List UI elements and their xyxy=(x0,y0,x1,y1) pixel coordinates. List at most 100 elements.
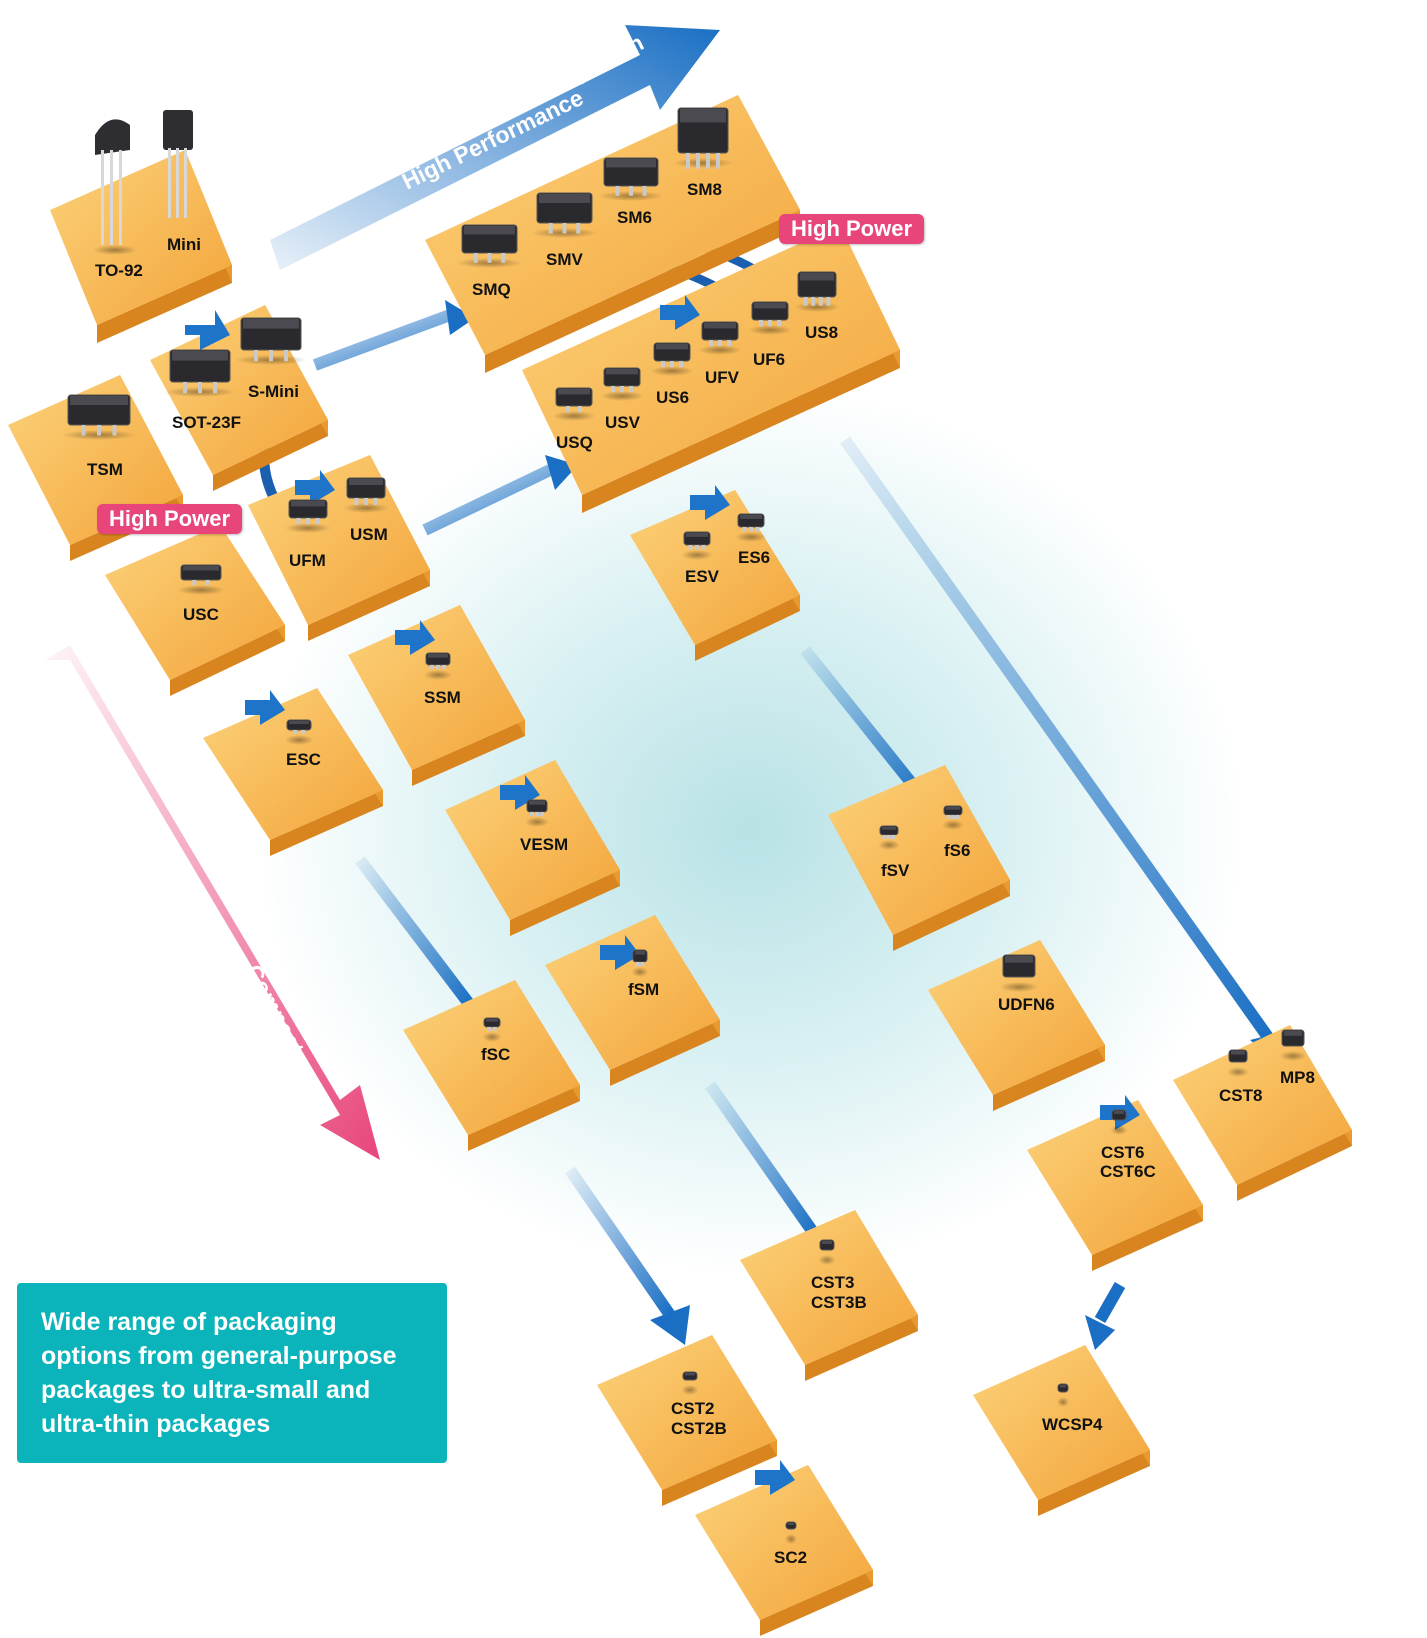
fsv-lead xyxy=(887,835,891,839)
sm6-label: SM6 xyxy=(617,208,652,227)
cst2-shadow xyxy=(681,1385,699,1395)
sc2-shadow xyxy=(785,1534,797,1544)
sm8-lead xyxy=(686,153,690,169)
sm8-lead xyxy=(696,153,700,169)
package-es6: ES6 xyxy=(735,513,770,567)
smq-shadow xyxy=(456,258,523,268)
mp8-chip-highlight xyxy=(1284,1031,1302,1036)
package-us8: US8 xyxy=(794,271,840,342)
ssm-shadow xyxy=(423,670,453,680)
us6-chip-highlight xyxy=(656,344,688,350)
tile-ssm xyxy=(348,605,525,786)
vesm-shadow xyxy=(525,817,549,827)
cst3-shadow xyxy=(818,1255,836,1265)
smq-chip-highlight xyxy=(464,226,515,235)
us8-chip-highlight xyxy=(800,273,834,281)
mini-lead xyxy=(184,148,187,218)
tile-sc2 xyxy=(695,1465,873,1636)
us8-lead xyxy=(811,297,816,306)
mini-lead xyxy=(176,148,179,218)
usv-lead xyxy=(629,386,633,393)
ssm-label: SSM xyxy=(424,688,461,707)
compactness-label: Compactness xyxy=(241,960,335,1105)
esv-lead xyxy=(695,545,699,550)
usv-lead xyxy=(611,386,615,393)
ufv-lead xyxy=(727,340,731,347)
esv-shadow xyxy=(681,550,713,560)
ufm-label: UFM xyxy=(289,551,326,570)
tile-esc xyxy=(203,688,383,856)
wcsp4-shadow xyxy=(1057,1397,1069,1407)
cst6-chip-highlight xyxy=(1114,1111,1124,1114)
es6-label: ES6 xyxy=(738,548,770,567)
fsm-lead xyxy=(635,962,640,967)
ssm-chip-highlight xyxy=(428,654,448,658)
package-sc2: SC2 xyxy=(774,1521,807,1567)
usc-label: USC xyxy=(183,605,219,624)
esc-chip-highlight xyxy=(289,721,309,724)
uf6-lead xyxy=(777,320,781,327)
package-sm6: SM6 xyxy=(598,157,664,227)
smv-lead xyxy=(576,223,581,234)
fsv-label: fSV xyxy=(881,861,910,880)
smq-lead xyxy=(501,253,506,263)
usv-lead xyxy=(620,386,624,393)
us6-lead xyxy=(661,361,665,368)
high-power-badge-top: High Power xyxy=(779,214,925,244)
smv-chip-highlight xyxy=(539,194,590,203)
ufv-lead xyxy=(709,340,713,347)
us8-label: US8 xyxy=(805,323,838,342)
to92-shadow xyxy=(93,245,137,255)
us8-lead xyxy=(818,297,823,306)
cst8-chip-highlight xyxy=(1231,1051,1245,1055)
ufm-chip-highlight xyxy=(291,501,325,507)
smq-label: SMQ xyxy=(472,280,511,299)
tile-cst8-mp8 xyxy=(1173,1025,1352,1201)
fsv-shadow xyxy=(878,840,900,850)
tsm-lead xyxy=(97,425,101,436)
package-usv: USV xyxy=(600,367,644,432)
esc-shadow xyxy=(284,735,314,745)
esc-lead xyxy=(293,730,297,734)
usv-shadow xyxy=(600,391,644,401)
package-chips: TO-92MiniSMQSMVSM6SM8TSMSOT-23FS-MiniUSQ… xyxy=(61,107,1315,1567)
tile-vesm xyxy=(445,760,620,936)
package-cst2b: CST2B xyxy=(671,1419,727,1438)
wcsp4-chip-highlight xyxy=(1060,1385,1066,1388)
package-cst3b: CST3B xyxy=(811,1293,867,1312)
es6-chip-highlight xyxy=(740,515,762,519)
tile-fsc xyxy=(403,980,580,1151)
sm6-lead xyxy=(615,186,620,196)
vesm-chip-highlight xyxy=(529,801,545,805)
ufv-lead xyxy=(718,340,722,347)
usc-chip-highlight xyxy=(183,566,219,571)
smq-lead xyxy=(473,253,478,263)
usc-shadow xyxy=(177,585,225,595)
smini-label: S-Mini xyxy=(248,382,299,401)
sm6-chip-highlight xyxy=(606,159,656,168)
tile-cst2 xyxy=(597,1335,777,1506)
package-to92-body xyxy=(93,119,137,255)
us6-lead xyxy=(679,361,683,368)
sm6-shadow xyxy=(598,191,664,201)
fsc-lead xyxy=(492,1027,497,1031)
package-vesm: VESM xyxy=(520,799,568,854)
fsm-shadow xyxy=(631,967,649,977)
tile-fsv-fs6 xyxy=(828,765,1010,951)
fsc-lead xyxy=(487,1027,492,1031)
package-cst3: CST3 xyxy=(811,1239,854,1292)
ssm-lead xyxy=(436,665,440,670)
usm-shadow xyxy=(343,503,389,513)
to92-lead xyxy=(101,150,104,245)
vesm-label: VESM xyxy=(520,835,568,854)
uf6-lead xyxy=(768,320,772,327)
uf6-chip-highlight xyxy=(754,303,786,309)
tile-cst6 xyxy=(1027,1100,1203,1271)
tile-cst3 xyxy=(740,1210,918,1381)
esc-label: ESC xyxy=(286,750,321,769)
package-ufv: UFV xyxy=(698,321,742,387)
ufm-lead xyxy=(306,518,310,525)
usq-chip-highlight xyxy=(558,389,590,395)
info-line-2: options from general-purpose xyxy=(41,1342,397,1370)
